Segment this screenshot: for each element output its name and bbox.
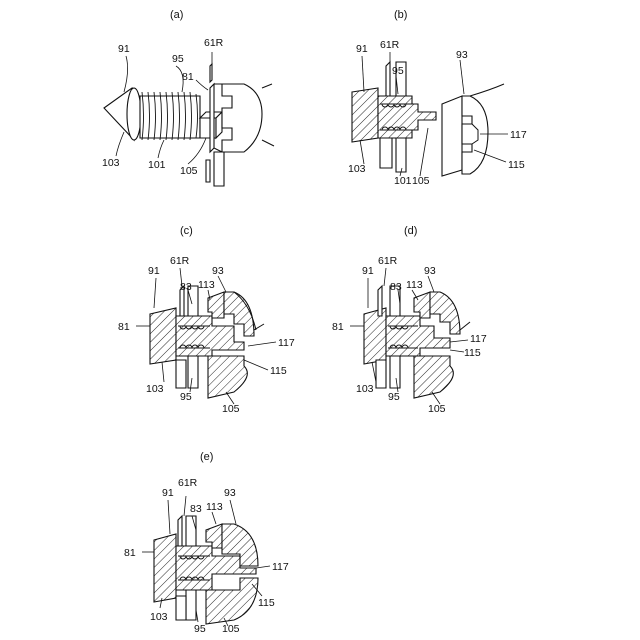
label-105: 105 bbox=[222, 623, 240, 635]
panel-a-caption: (a) bbox=[170, 9, 183, 21]
label-103: 103 bbox=[348, 163, 366, 175]
label-95: 95 bbox=[388, 391, 400, 403]
label-95: 95 bbox=[194, 623, 206, 635]
label-115: 115 bbox=[270, 365, 287, 377]
panel-d-caption: (d) bbox=[404, 225, 417, 237]
label-61R: 61R bbox=[380, 39, 400, 51]
panel-b: (b) 91 6 bbox=[348, 9, 527, 187]
label-93: 93 bbox=[224, 487, 236, 499]
label-103: 103 bbox=[356, 383, 374, 395]
label-103: 103 bbox=[150, 611, 168, 623]
label-81: 81 bbox=[182, 71, 194, 83]
panel-e: (e) 91 61R bbox=[124, 451, 289, 635]
panel-e-caption: (e) bbox=[200, 451, 213, 463]
label-83: 83 bbox=[190, 503, 202, 515]
label-117: 117 bbox=[470, 333, 487, 345]
label-117: 117 bbox=[272, 561, 289, 573]
label-91: 91 bbox=[162, 487, 174, 499]
panel-c-caption: (c) bbox=[180, 225, 193, 237]
assembly-c bbox=[150, 286, 264, 398]
label-115: 115 bbox=[258, 597, 275, 609]
label-93: 93 bbox=[212, 265, 224, 277]
panel-b-caption: (b) bbox=[394, 9, 407, 21]
label-61R: 61R bbox=[204, 37, 224, 49]
panel-a: (a) bbox=[102, 9, 274, 186]
label-91: 91 bbox=[148, 265, 160, 277]
label-81: 81 bbox=[118, 321, 130, 333]
label-113: 113 bbox=[198, 279, 215, 291]
label-91: 91 bbox=[118, 43, 130, 55]
label-113: 113 bbox=[206, 501, 223, 513]
panel-d: (d) 91 bbox=[332, 225, 487, 415]
label-95: 95 bbox=[392, 65, 404, 77]
label-93: 93 bbox=[456, 49, 468, 61]
label-103: 103 bbox=[146, 383, 164, 395]
label-91: 91 bbox=[362, 265, 374, 277]
label-83: 83 bbox=[180, 281, 192, 293]
spring-101 bbox=[140, 92, 200, 140]
label-117: 117 bbox=[510, 129, 527, 141]
label-105: 105 bbox=[180, 165, 198, 177]
label-101: 101 bbox=[394, 175, 412, 187]
label-93: 93 bbox=[424, 265, 436, 277]
label-95: 95 bbox=[180, 391, 192, 403]
label-61R: 61R bbox=[378, 255, 398, 267]
label-115: 115 bbox=[508, 159, 525, 171]
cone-103 bbox=[104, 88, 141, 140]
label-105: 105 bbox=[412, 175, 430, 187]
label-117: 117 bbox=[278, 337, 295, 349]
label-105: 105 bbox=[222, 403, 240, 415]
label-103: 103 bbox=[102, 157, 120, 169]
panel-c: (c) bbox=[118, 225, 295, 415]
label-91: 91 bbox=[356, 43, 368, 55]
label-101: 101 bbox=[148, 159, 166, 171]
label-115: 115 bbox=[464, 347, 481, 359]
label-83: 83 bbox=[390, 281, 402, 293]
label-61R: 61R bbox=[178, 477, 198, 489]
label-81: 81 bbox=[124, 547, 136, 559]
label-95: 95 bbox=[172, 53, 184, 65]
label-61R: 61R bbox=[170, 255, 190, 267]
label-113: 113 bbox=[406, 279, 423, 291]
holder-93 bbox=[442, 84, 504, 176]
label-81: 81 bbox=[332, 321, 344, 333]
label-105: 105 bbox=[428, 403, 446, 415]
assembly-d bbox=[364, 286, 470, 398]
